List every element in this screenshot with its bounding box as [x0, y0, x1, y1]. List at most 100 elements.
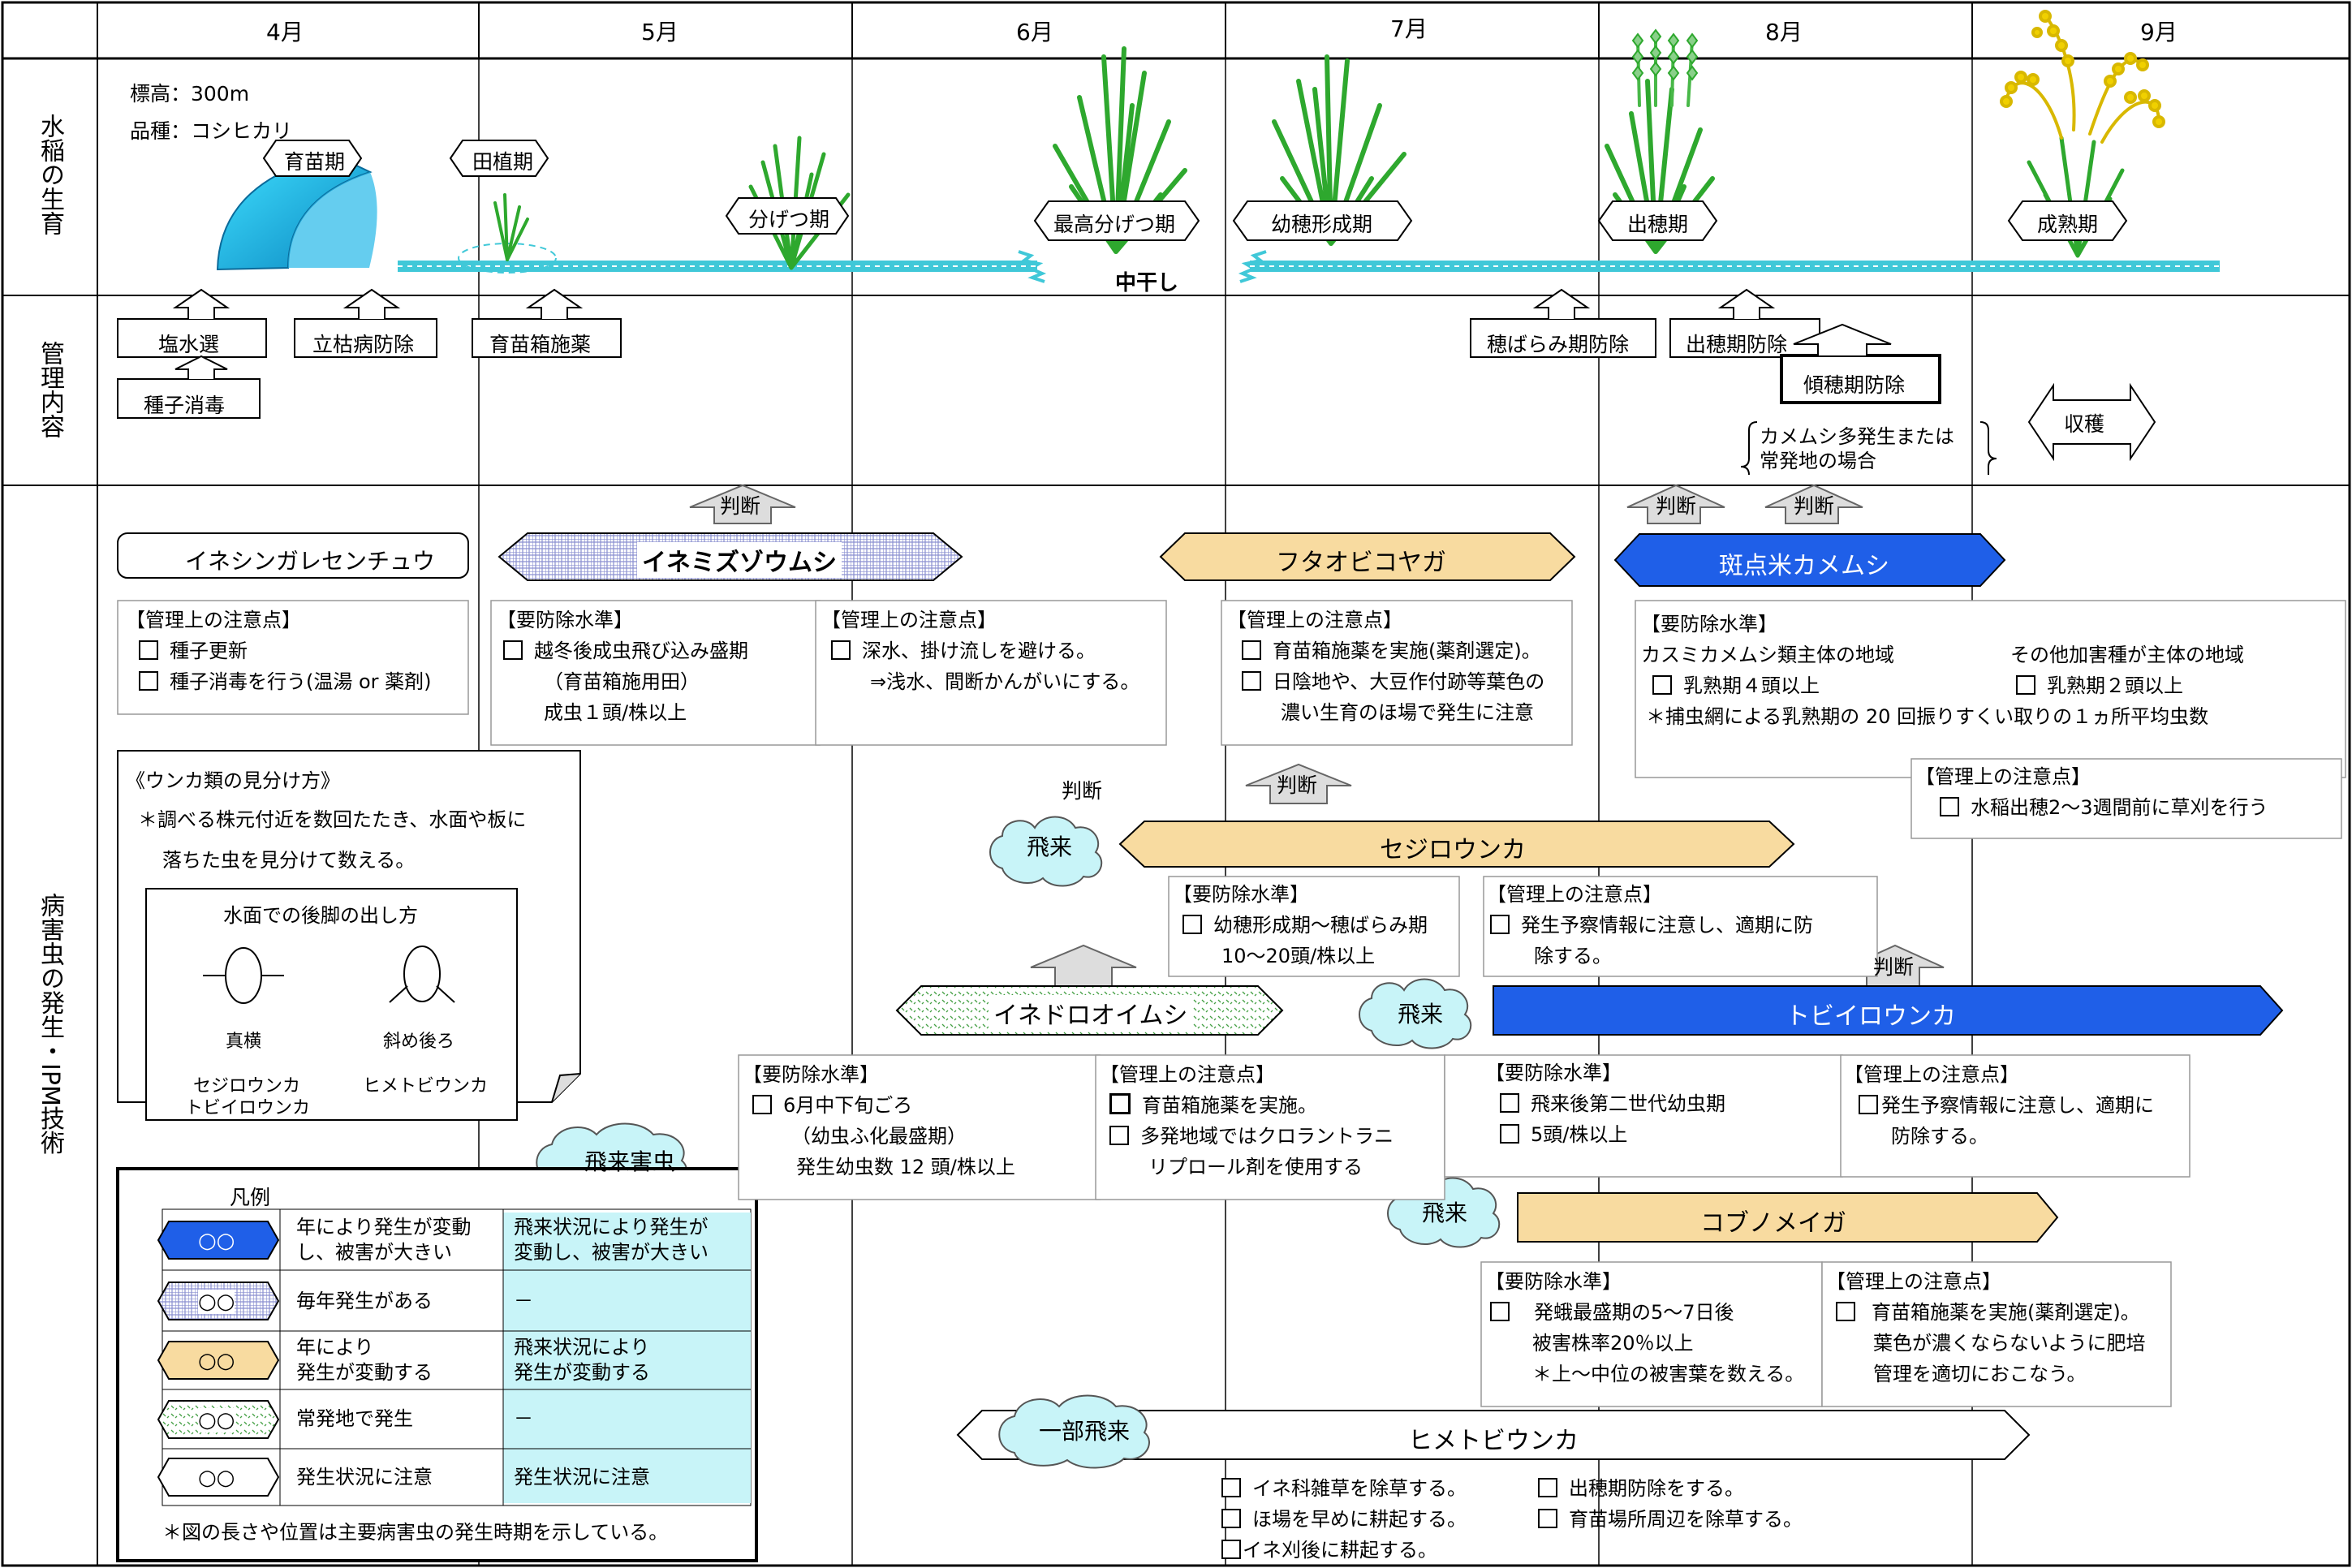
info-box-borders	[117, 600, 2346, 1407]
inedoro-care-line: 育苗箱施薬を実施。	[1100, 1090, 1394, 1121]
unka-line-2: 落ちた虫を見分けて数える。	[162, 849, 416, 872]
stage-tag-seijuku-shape	[2007, 200, 2128, 241]
stink-bug-note-2: 常発地の場合	[1760, 450, 1876, 472]
checkbox	[1242, 640, 1261, 660]
legend-row-2-b: －	[514, 1290, 533, 1312]
pest-inedoro-name: イネドロオイムシ	[989, 995, 1193, 1031]
tobiiro-care-line: 発生予察情報に注意し、適期に	[1844, 1090, 2154, 1121]
futao-care: 【管理上の注意点】 育苗箱施薬を実施(薬剤選定)。 日陰地や、大豆作付跡等葉色の…	[1227, 605, 1544, 728]
pest-bars	[117, 532, 2284, 1460]
row-label-pest: 病害虫の発生・IPM技術	[36, 893, 64, 1155]
judge-label-sejiro: 判断	[1062, 779, 1103, 803]
unka-right-pose: 斜め後ろ	[383, 1032, 455, 1052]
stage-tag-shussui-shape	[1597, 200, 1718, 241]
month-jul: 7月	[1390, 15, 1428, 42]
checkbox	[139, 671, 158, 691]
checkbox	[1242, 671, 1261, 691]
stage-ikubyo: 育苗期	[284, 150, 346, 174]
unka-panel	[117, 750, 581, 1121]
tobiiro-std-line: 飛来後第二世代幼虫期	[1485, 1088, 1725, 1119]
inedoro-care: 【管理上の注意点】 育苗箱施薬を実施。 多発地域ではクロラントラニ リプロール剤…	[1100, 1059, 1394, 1182]
flying-label-himetobi: 一部飛来	[1039, 1418, 1131, 1445]
cloud-sejiro	[989, 816, 1103, 887]
pest-inemizu-name: イネミズゾウムシ	[637, 542, 842, 578]
legend-swatch-tan	[157, 1341, 280, 1380]
checkbox	[1940, 797, 1959, 816]
tobiiro-care-line: 防除する。	[1891, 1125, 1988, 1148]
checkbox	[831, 640, 851, 660]
mgmt-shushi-shodoku: 種子消毒	[144, 394, 226, 417]
judge-label-inedoro: 判断	[1277, 773, 1318, 797]
mgmt-ikubyobako: 育苗箱施薬	[489, 333, 592, 356]
planthopper-side-icon	[203, 947, 284, 1004]
inedoro-std: 【要防除水準】 6月中下旬ごろ （幼虫ふ化最盛期） 発生幼虫数 12 頭/株以上	[743, 1059, 1015, 1182]
hantenmai-care-title: 【管理上の注意点】	[1915, 765, 2091, 788]
inemizu-care: 【管理上の注意点】 深水、掛け流しを避ける。 ⇒浅水、間断かんがいにする。	[821, 605, 1139, 697]
stage-yosui-keisei: 幼穂形成期	[1271, 213, 1373, 236]
futao-care-line: 濃い生育のほ場で発生に注意	[1281, 701, 1534, 724]
legend-row-3-b: 飛来状況により発生が変動する	[514, 1336, 650, 1384]
unka-legs-title: 水面での後脚の出し方	[223, 904, 418, 927]
month-may: 5月	[641, 19, 678, 45]
checkbox	[1652, 675, 1672, 695]
inedoro-std-line: 発生幼虫数 12 頭/株以上	[796, 1156, 1015, 1178]
himetobi-line: イネ刈後に耕起する。	[1221, 1535, 1467, 1566]
inemizu-std-line: （育苗箱施用田）	[544, 670, 700, 693]
checkbox	[752, 1095, 772, 1114]
legend-row-5-b: 発生状況に注意	[514, 1466, 650, 1488]
month-aug: 8月	[1765, 19, 1803, 45]
mgmt-shussuiki: 出穂期防除	[1686, 333, 1788, 356]
cloud-shapes	[536, 816, 1501, 1469]
month-apr: 4月	[266, 19, 304, 45]
sejiro-std-title: 【要防除水準】	[1173, 883, 1309, 906]
kobuno-std-line: 発蛾最盛期の5～7日後	[1485, 1297, 1804, 1328]
kobuno-care-title: 【管理上の注意点】	[1826, 1270, 2001, 1293]
tobiiro-care: 【管理上の注意点】 発生予察情報に注意し、適期に 防除する。	[1844, 1059, 2154, 1152]
unka-left-name-2: トビイロウンカ	[185, 1098, 311, 1118]
legend-symbol-white: ○○	[198, 1466, 235, 1490]
checkbox	[1490, 915, 1510, 934]
stink-bug-note-1: カメムシ多発生または	[1760, 425, 1954, 448]
flying-label-sejiro: 飛来	[1027, 834, 1073, 860]
stage-taue: 田植期	[472, 150, 534, 174]
legend-row-5-a: 発生状況に注意	[296, 1466, 433, 1488]
bar-futao	[1159, 532, 1576, 581]
sejiro-care: 【管理上の注意点】 発生予察情報に注意し、適期に防 除する。	[1487, 879, 1813, 971]
row-label-management: 管理内容	[36, 341, 64, 438]
himetobi-line: ほ場を早めに耕起する。	[1221, 1504, 1467, 1535]
rice-plant-transplant	[493, 193, 529, 261]
pest-kobuno-name: コブノメイガ	[1700, 1209, 1846, 1238]
checkbox	[1538, 1478, 1557, 1497]
stage-tag-taue-shape	[449, 140, 549, 177]
hantenmai-std-cols: カスミカメムシ類主体の地域その他加害種が主体の地域	[1641, 640, 2339, 670]
kobuno-care: 【管理上の注意点】 育苗箱施薬を実施(薬剤選定)。 葉色が濃くならないように肥培…	[1826, 1266, 2146, 1389]
himetobi-measures: イネ科雑草を除草する。 ほ場を早めに耕起する。 イネ刈後に耕起する。	[1221, 1473, 1467, 1566]
sejiro-care-title: 【管理上の注意点】	[1487, 883, 1662, 906]
pest-sejiro-name: セジロウンカ	[1380, 836, 1526, 864]
legend-panel	[116, 1167, 758, 1562]
inemizu-std-line: 越冬後成虫飛び込み盛期	[497, 635, 748, 666]
inemizu-std-line: 成虫１頭/株以上	[544, 701, 687, 724]
hantenmai-col1: カスミカメムシ類主体の地域	[1641, 644, 1894, 666]
checkbox	[1109, 1126, 1129, 1145]
kobuno-std-line: 被害株率20％以上	[1532, 1332, 1694, 1355]
judge-label-hantenmai-1: 判断	[1656, 494, 1697, 518]
inemizu-care-line: ⇒浅水、間断かんがいにする。	[870, 670, 1140, 693]
row-label-growth: 水稲の生育	[36, 114, 64, 235]
mgmt-ensuisen: 塩水選	[158, 333, 220, 356]
checkbox	[1500, 1093, 1519, 1113]
inedoro-care-line: リプロール剤を使用する	[1148, 1156, 1363, 1178]
pest-hantenmai-name: 斑点米カメムシ	[1719, 552, 1889, 580]
inedoro-care-title: 【管理上の注意点】	[1100, 1063, 1275, 1086]
bar-inegin	[117, 532, 469, 579]
kobuno-care-line: 管理を適切におこなう。	[1873, 1363, 2087, 1385]
checkbox	[1859, 1095, 1878, 1114]
checkbox	[139, 640, 158, 660]
planthopper-diagonal-icon	[389, 946, 455, 1003]
kobuno-std-title: 【要防除水準】	[1485, 1270, 1622, 1293]
stage-tag-ikubyo-shape	[262, 140, 363, 177]
sejiro-care-line: 発生予察情報に注意し、適期に防	[1487, 910, 1813, 941]
sejiro-std-line: 10～20頭/株以上	[1221, 945, 1376, 967]
sejiro-std-line: 幼穂形成期～穂ばらみ期	[1173, 910, 1428, 941]
